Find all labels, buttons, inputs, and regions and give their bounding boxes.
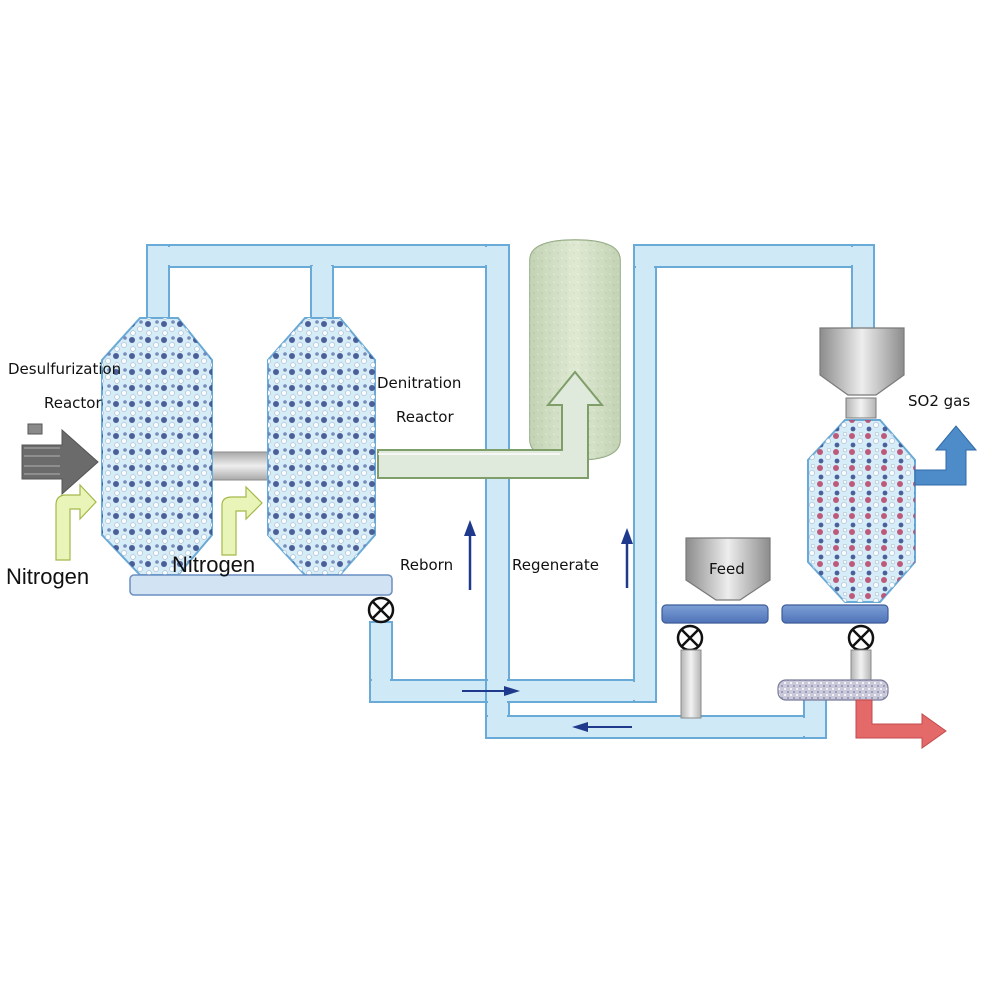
flue-gas-inlet-arrow	[21, 423, 99, 496]
desulfurization-label: Desulfurization	[8, 360, 121, 378]
regenerator-plate	[781, 604, 889, 624]
regenerator-drop-pipe-lower	[850, 649, 872, 681]
nitrogen-label-left: Nitrogen	[6, 564, 89, 589]
pipe-network	[146, 244, 875, 739]
reactor-connector	[211, 451, 271, 481]
top-hopper	[819, 327, 905, 419]
feed-drop-pipe	[680, 649, 702, 719]
regenerate-label: Regenerate	[512, 556, 599, 574]
denitration-label: Denitration	[377, 374, 461, 392]
reactor-collector-plate	[129, 574, 393, 596]
regenerator-reactor	[807, 419, 916, 603]
flow-arrow-icon	[621, 528, 633, 588]
nitrogen-arrow-left	[55, 483, 97, 561]
green-transfer-pipe	[377, 370, 605, 479]
so2-gas-label: SO2 gas	[908, 392, 970, 410]
sieve-screen	[777, 679, 889, 701]
flow-arrow-icon	[572, 722, 632, 732]
nitrogen-arrow-right	[221, 485, 263, 556]
discharge-arrow	[855, 699, 947, 749]
flow-arrow-icon	[464, 520, 476, 590]
valve-cross-icon[interactable]	[847, 624, 875, 652]
nitrogen-label-right: Nitrogen	[172, 552, 255, 577]
valve-cross-icon[interactable]	[676, 624, 704, 652]
denitration-label-2: Reactor	[396, 408, 454, 426]
valve-cross-icon[interactable]	[367, 596, 395, 624]
feed-hopper	[685, 537, 771, 601]
flow-arrow-icon	[462, 686, 520, 696]
reborn-label: Reborn	[400, 556, 453, 574]
feed-label: Feed	[709, 560, 745, 578]
desulfurization-label-2: Reactor	[44, 394, 102, 412]
feed-plate	[661, 604, 769, 624]
desulfurization-reactor	[101, 317, 213, 576]
so2-gas-outlet-arrow	[914, 425, 978, 486]
denitration-reactor	[267, 317, 376, 576]
